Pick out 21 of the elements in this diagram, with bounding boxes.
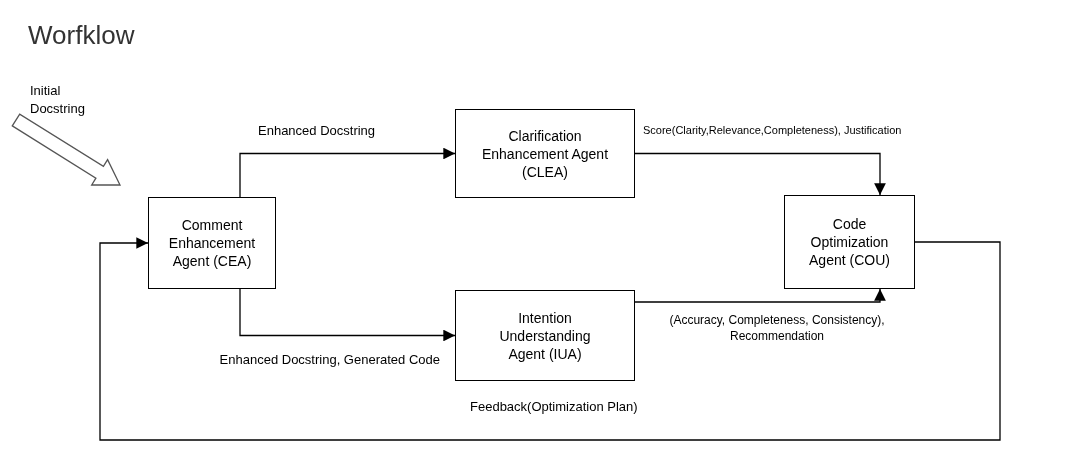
edge-label: Score(Clarity,Relevance,Completeness), Justification (643, 123, 902, 138)
input-label: Initial Docstring (30, 82, 86, 118)
diagram-title: Worfklow (28, 19, 135, 52)
process-box (784, 195, 915, 289)
box-label: Intention Understanding Agent (IUA) (498, 308, 592, 363)
arrow (239, 288, 456, 342)
edge-label: (Accuracy, Completeness, Consistency), Recommendation (668, 312, 886, 344)
edge-label: Enhanced Docstring, Generated Code (218, 351, 440, 369)
box-label: Comment Enhancement Agent (CEA) (167, 216, 257, 270)
box-label: Clarification Enhancement Agent (CLEA) (480, 126, 610, 181)
arrow (239, 147, 456, 198)
arrow (99, 237, 1001, 441)
block-arrow (11, 113, 122, 186)
process-box (455, 109, 635, 198)
arrow (634, 152, 886, 196)
edge-label: Enhanced Docstring (258, 122, 376, 140)
box-label: Code Optimization Agent (COU) (808, 215, 891, 269)
edge-label: Feedback(Optimization Plan) (470, 398, 638, 416)
process-box (455, 290, 635, 381)
process-box (148, 197, 276, 289)
arrow (634, 288, 886, 303)
